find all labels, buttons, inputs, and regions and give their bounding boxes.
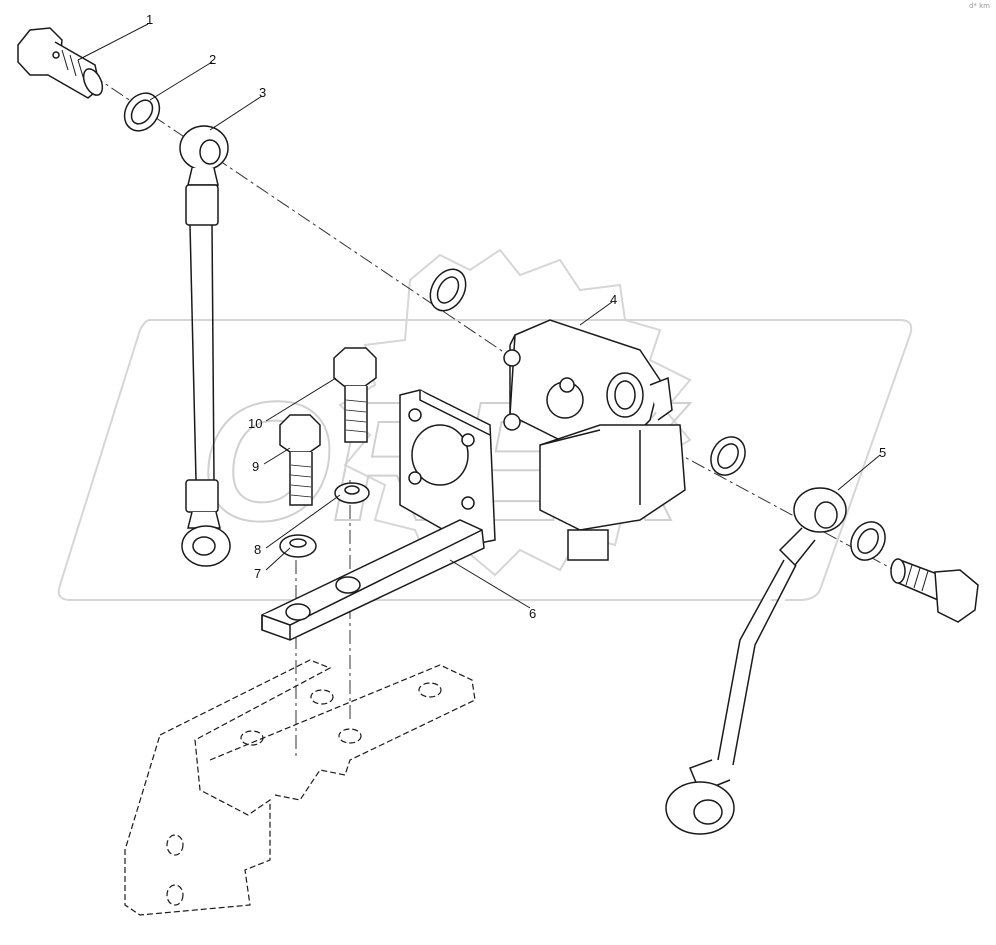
- callout-10: 10: [248, 416, 262, 431]
- sealing-washer-right: [710, 436, 886, 561]
- callout-7: 7: [254, 566, 261, 581]
- oil-pipe-3: [179, 125, 231, 567]
- callout-3: 3: [259, 85, 266, 100]
- banjo-bolt-left: [17, 27, 104, 99]
- corner-mark: d* km: [968, 2, 990, 10]
- valve-block-4: [503, 319, 686, 561]
- callouts: 1 2 3 4 5 6 7 8 9 10: [146, 12, 886, 621]
- callout-1: 1: [146, 12, 153, 27]
- oil-pipe-5: [665, 487, 847, 835]
- bolt-10: [333, 347, 377, 443]
- bolt-9: [279, 414, 321, 506]
- callout-6: 6: [529, 606, 536, 621]
- banjo-bolt-right: [890, 558, 979, 623]
- sealing-washer-2: [123, 92, 161, 132]
- callout-4: 4: [610, 292, 617, 307]
- callout-2: 2: [209, 52, 216, 67]
- callout-8: 8: [254, 542, 261, 557]
- sealing-washer-mid: [429, 268, 467, 312]
- leader-lines: [77, 23, 881, 609]
- bracket-6: [261, 389, 496, 641]
- mounting-bracket-ref: [124, 659, 476, 916]
- callout-5: 5: [879, 445, 886, 460]
- lock-washer-8: [279, 482, 370, 558]
- callout-9: 9: [252, 459, 259, 474]
